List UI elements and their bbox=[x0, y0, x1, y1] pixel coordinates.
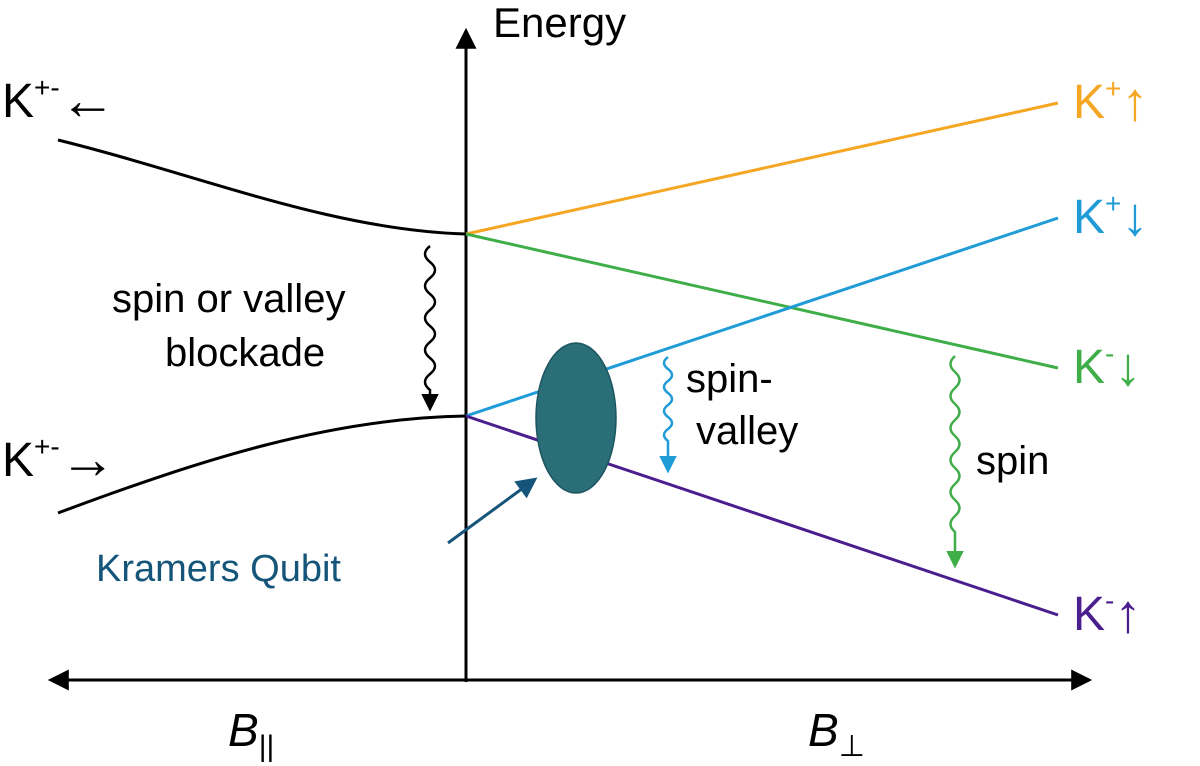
k-minus-down-label: K-↓ bbox=[1073, 337, 1141, 397]
spin-wavy-arrow bbox=[946, 355, 964, 569]
blockade-label-line1: spin or valley bbox=[112, 277, 345, 321]
spin-valley-wavy-arrow bbox=[659, 356, 677, 474]
blockade-wavy-arrow bbox=[421, 245, 439, 412]
spin-valley-label-line2: valley bbox=[696, 409, 798, 453]
x-axis-right-label: B⊥ bbox=[808, 704, 865, 763]
spin-valley-label-line1: spin- bbox=[686, 357, 773, 401]
kramers-qubit-ellipse bbox=[535, 342, 617, 494]
y-axis-label: Energy bbox=[493, 0, 626, 46]
left-top-level-label: K+-← bbox=[2, 68, 116, 131]
spin-label: spin bbox=[976, 439, 1049, 483]
k-plus-up-label: K+↑ bbox=[1073, 72, 1148, 132]
k-plus-down-label: K+↓ bbox=[1073, 187, 1148, 247]
k-minus-down-line bbox=[465, 232, 1059, 370]
left-upper-level-curve bbox=[57, 138, 467, 236]
kramers-qubit-arrow bbox=[447, 477, 538, 545]
left-bottom-level-label: K+-→ bbox=[2, 427, 116, 490]
left-lower-level-curve bbox=[57, 414, 467, 515]
k-minus-up-label: K-↑ bbox=[1073, 584, 1141, 644]
k-plus-up-line bbox=[465, 101, 1059, 236]
blockade-label-line2: blockade bbox=[165, 331, 325, 375]
kramers-qubit-label: Kramers Qubit bbox=[96, 548, 341, 590]
x-axis-left-label: B|| bbox=[228, 704, 274, 763]
